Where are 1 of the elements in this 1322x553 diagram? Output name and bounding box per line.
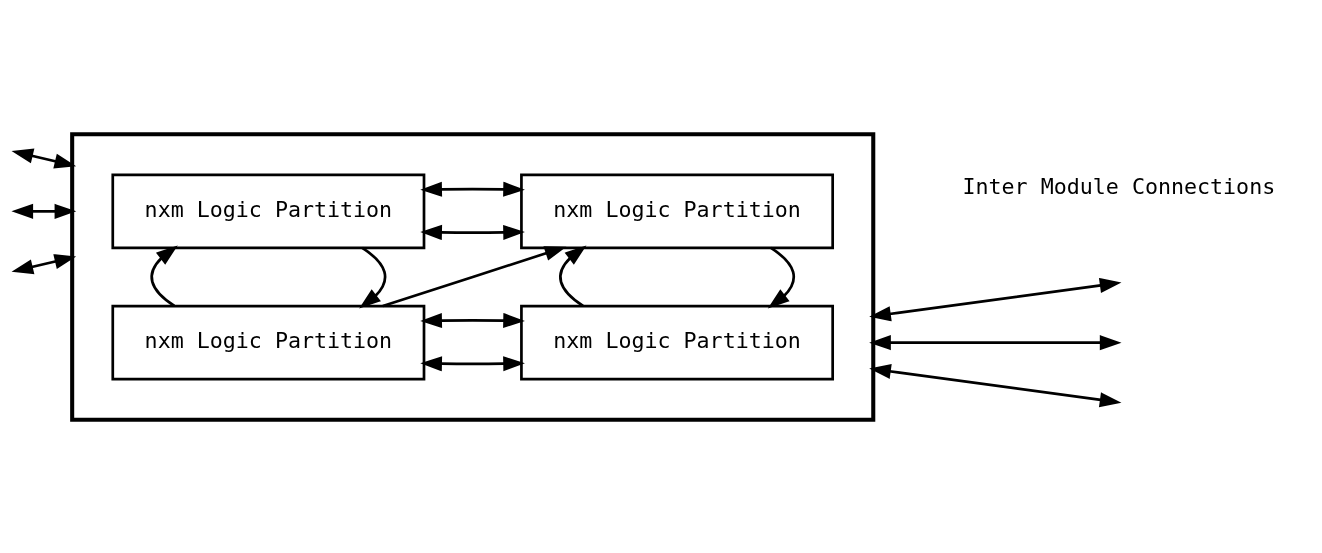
label: Inter Module Connections [962,173,1276,199]
